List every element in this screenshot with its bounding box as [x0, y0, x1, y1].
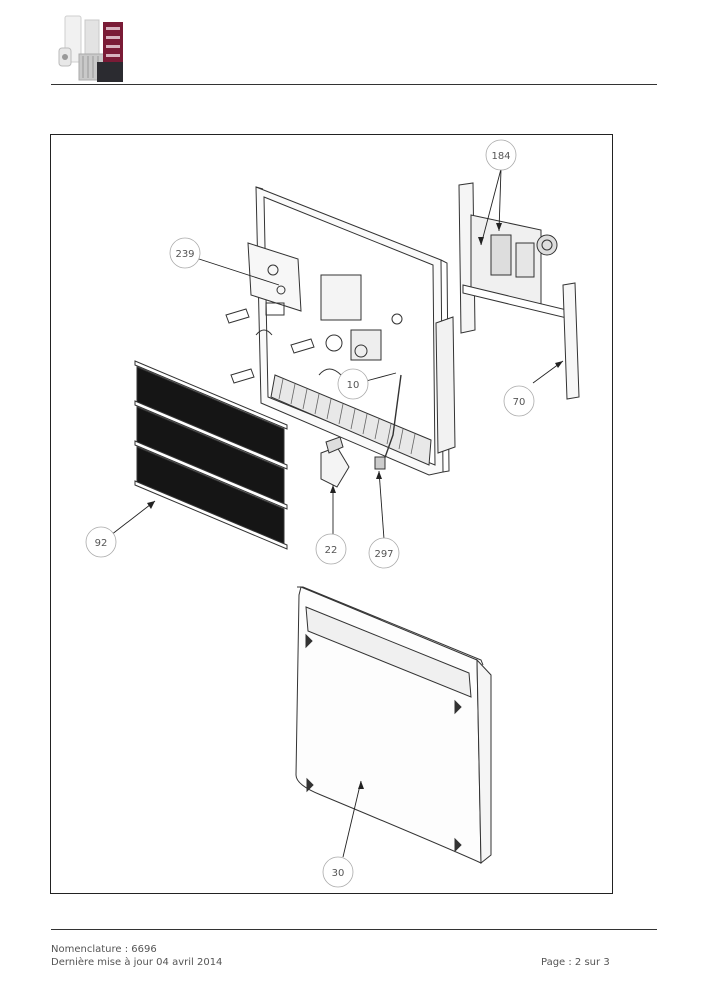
callout-184: 184 — [485, 139, 517, 171]
callout-22: 22 — [315, 533, 347, 565]
callout-label: 92 — [95, 538, 108, 549]
exploded-view-diagram: 184 239 10 70 92 22 297 30 — [50, 134, 613, 894]
sensor-bracket — [320, 436, 350, 488]
diagram-canvas: 184 239 10 70 92 22 297 30 — [85, 139, 580, 888]
front-grille — [134, 360, 288, 550]
callout-92: 92 — [85, 526, 117, 558]
company-logo — [57, 14, 129, 84]
callout-297: 297 — [368, 537, 400, 569]
callout-label: 30 — [332, 868, 345, 879]
callout-label: 10 — [347, 380, 360, 391]
thermostat-bracket — [247, 242, 302, 316]
header-divider — [51, 84, 657, 85]
nomenclature-number: Nomenclature : 6696 — [51, 944, 157, 955]
callout-label: 184 — [491, 151, 510, 162]
callout-label: 70 — [513, 397, 526, 408]
back-housing — [225, 186, 456, 476]
sensor-probe — [374, 374, 402, 470]
callout-label: 239 — [175, 249, 194, 260]
front-cover-panel — [295, 586, 492, 865]
control-unit-assembly — [458, 182, 580, 400]
footer-divider — [51, 929, 657, 930]
page-number: Page : 2 sur 3 — [541, 957, 610, 968]
callout-label: 297 — [374, 549, 393, 560]
callout-leaders — [110, 168, 564, 858]
callout-239: 239 — [169, 237, 201, 269]
callout-30: 30 — [322, 856, 354, 888]
last-update-date: Dernière mise à jour 04 avril 2014 — [51, 957, 223, 968]
callout-10: 10 — [337, 368, 369, 400]
callout-70: 70 — [503, 385, 535, 417]
callout-label: 22 — [325, 545, 338, 556]
